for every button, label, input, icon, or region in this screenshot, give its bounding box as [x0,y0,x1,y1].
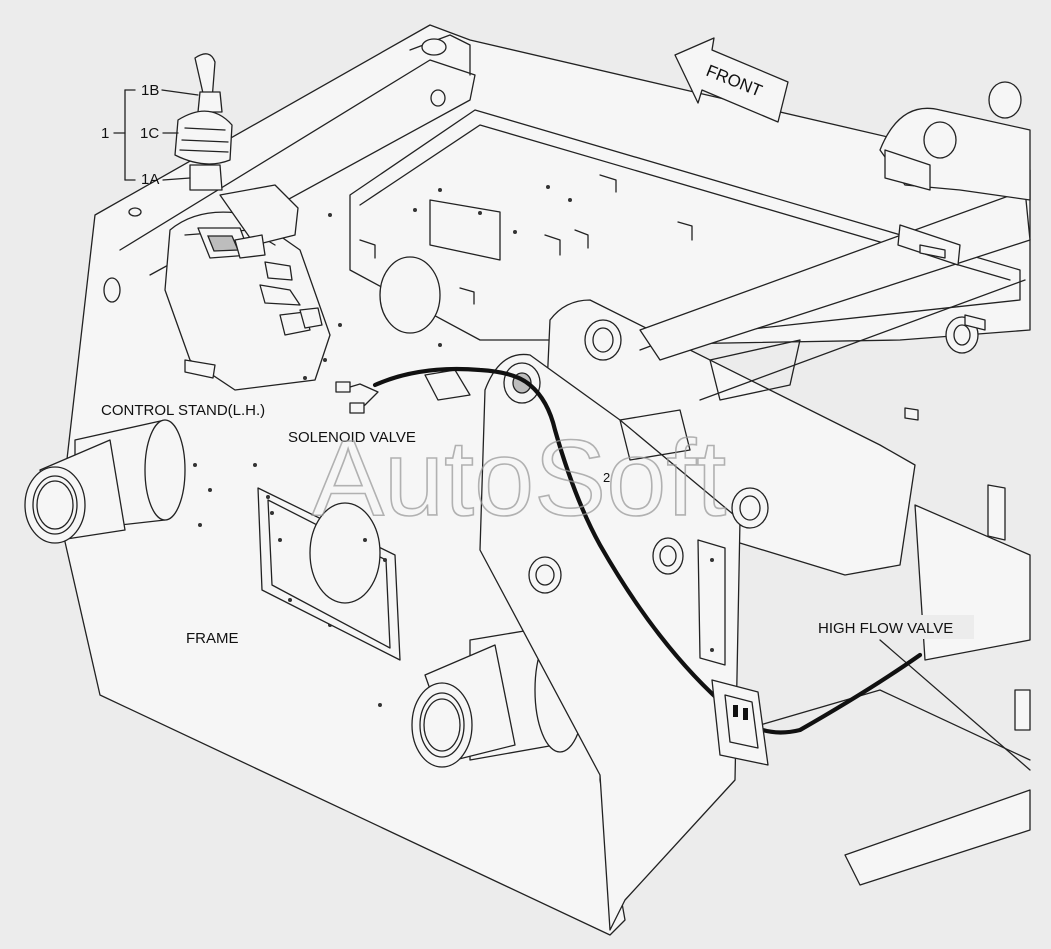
joystick-assembly [174,53,233,191]
callout-1a: 1A [141,171,159,188]
callout-2: 2 [603,470,610,485]
callout-1b: 1B [141,82,159,99]
left-axle-housing [24,419,186,544]
front-direction-arrow: FRONT [674,37,789,123]
frame-label: FRAME [186,630,239,647]
high-flow-label-backdrop [812,615,974,639]
wire-harness [372,366,923,735]
control-stand [164,184,331,391]
solenoid-valve-label: SOLENOID VALVE [288,429,416,446]
loader-arm [479,81,1031,931]
high-flow-valve-label: HIGH FLOW VALVE [818,620,953,637]
callout-1: 1 [101,125,109,142]
harness-grommet [711,679,769,766]
solenoid-valve-connector [335,369,471,414]
joystick-callout: 1 1B 1C 1A [101,82,199,188]
control-stand-label: CONTROL STAND(L.H.) [101,402,265,419]
callout-1c: 1C [140,125,159,142]
watermark: AutoSoft [312,417,726,538]
